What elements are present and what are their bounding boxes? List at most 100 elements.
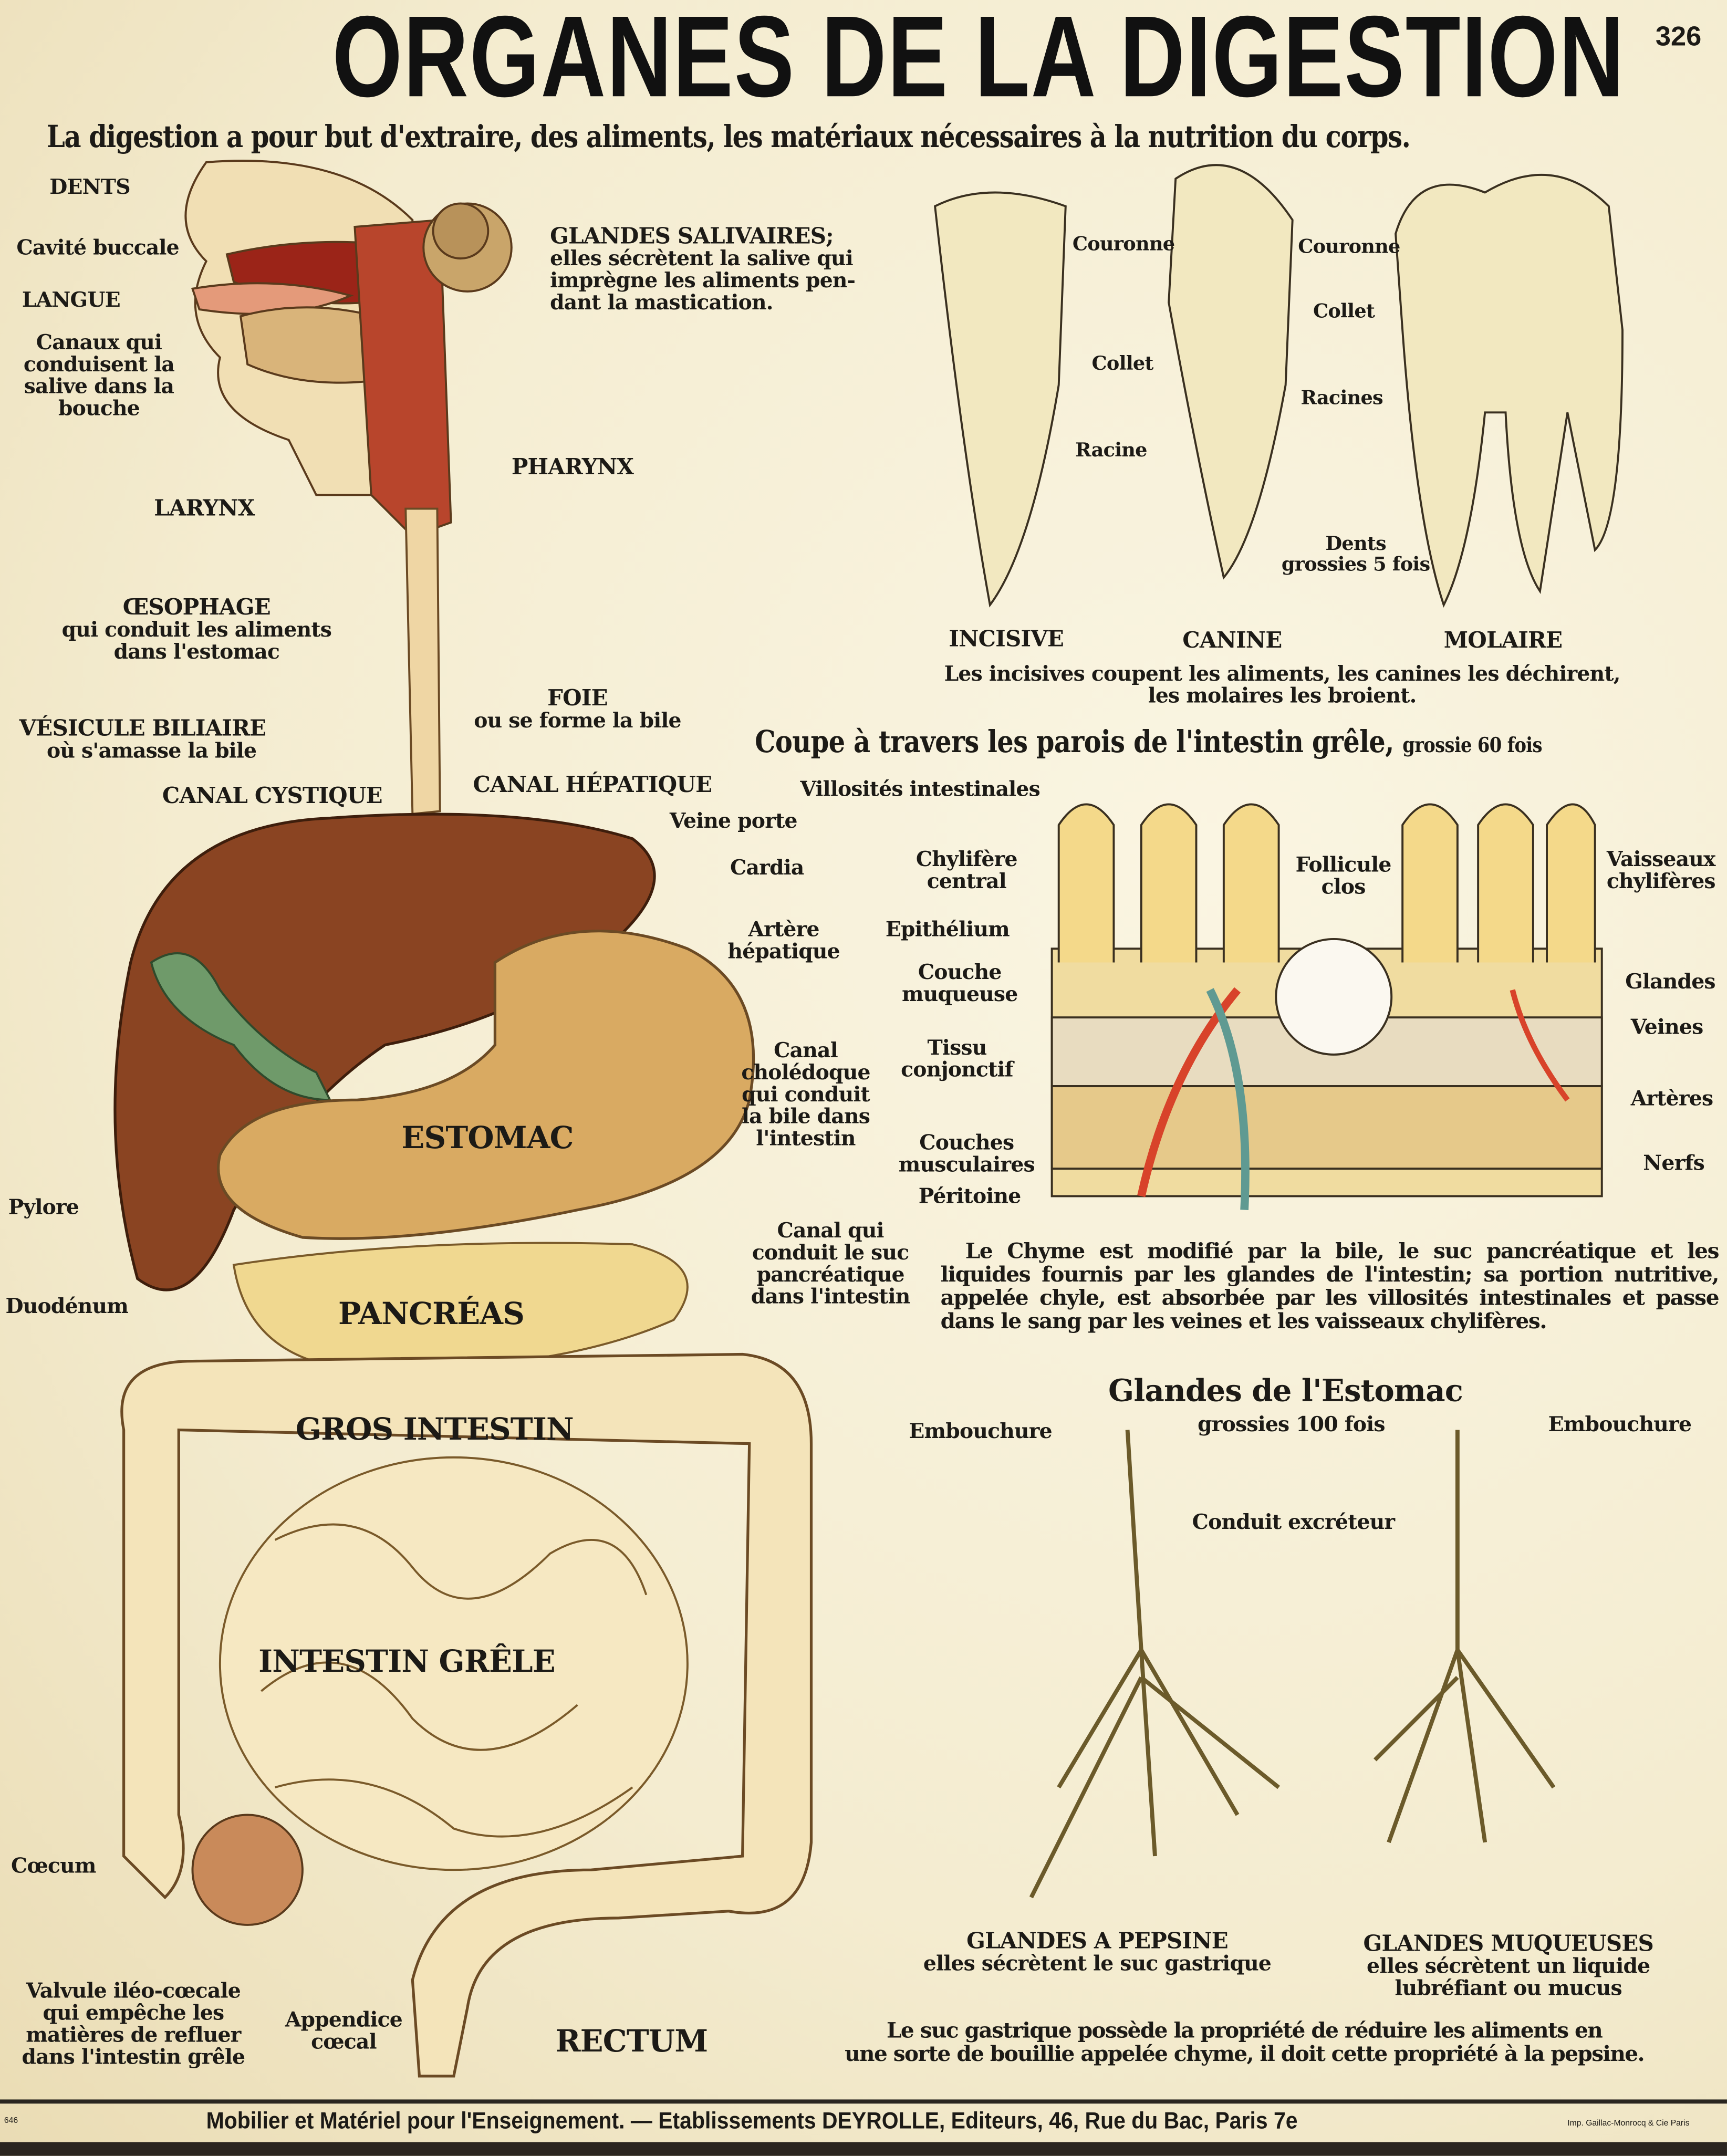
- line: Dents: [1325, 533, 1386, 556]
- label-conduit-excreteur: Conduit excréteur: [1192, 1509, 1396, 1535]
- line: Couche: [918, 960, 1002, 985]
- label-villosites: Villosités intestinales: [800, 777, 1041, 802]
- line: qui empêche les: [43, 2000, 224, 2026]
- label-veine-porte: Veine porte: [669, 808, 798, 834]
- line: central: [927, 869, 1007, 894]
- line: une sorte de bouillie appelée chyme, il …: [845, 2040, 1645, 2067]
- line: salive dans la: [24, 374, 174, 399]
- line: dans l'intestin: [751, 1284, 910, 1309]
- line: GLANDES SALIVAIRES;: [550, 223, 834, 249]
- line: la bile dans: [741, 1104, 870, 1129]
- line: Chylifère: [915, 847, 1018, 872]
- oesophagus: [404, 507, 441, 815]
- label-racines: Racines: [1301, 388, 1383, 410]
- title-text: Coupe à travers les parois de l'intestin…: [755, 724, 1394, 761]
- line: Vaisseaux: [1606, 847, 1716, 872]
- line: ou se forme la bile: [474, 708, 681, 733]
- label-langue: LANGUE: [22, 287, 121, 313]
- label-canal-hepatique: CANAL HÉPATIQUE: [473, 771, 713, 798]
- magnification: grossie 60 fois: [1402, 733, 1542, 758]
- line: Artère: [748, 917, 819, 942]
- stomach-glands-title: Glandes de l'Estomac: [1108, 1373, 1463, 1410]
- line: Follicule: [1295, 852, 1392, 878]
- footer-rule: [0, 2099, 1727, 2104]
- line: dans l'intestin grêle: [22, 2044, 245, 2069]
- line: Appendice: [285, 2007, 403, 2033]
- label-collet-canine: Collet: [1091, 353, 1154, 376]
- line: muqueuse: [901, 982, 1018, 1007]
- label-rectum: RECTUM: [555, 2024, 708, 2060]
- label-canine: CANINE: [1182, 627, 1282, 653]
- line: qui conduit les aliments: [61, 617, 332, 642]
- line: Le suc gastrique possède la propriété de…: [886, 2017, 1603, 2044]
- label-arteres: Artères: [1630, 1086, 1713, 1111]
- line: GLANDES A PEPSINE: [966, 1928, 1229, 1954]
- line: Canaux qui: [36, 330, 162, 355]
- line: Couches: [919, 1130, 1014, 1155]
- stomach: [216, 930, 755, 1240]
- label-nerfs: Nerfs: [1643, 1151, 1704, 1176]
- line: conduit le suc: [752, 1240, 909, 1265]
- stomach-glands-illustration: [1029, 1430, 1556, 1899]
- line: conduisent la: [23, 352, 175, 377]
- line: ŒSOPHAGE: [122, 593, 271, 620]
- line: imprègne les aliments pen-: [550, 268, 856, 293]
- label-embouchure-right: Embouchure: [1548, 1412, 1692, 1437]
- line: matières de refluer: [26, 2022, 241, 2047]
- label-dents: DENTS: [49, 174, 130, 200]
- chyme-paragraph: Le Chyme est modifié par la bile, le suc…: [940, 1237, 1720, 1334]
- publisher-footer: Mobilier et Matériel pour l'Enseignement…: [206, 2108, 1298, 2134]
- label-cavite-buccale: Cavité buccale: [16, 235, 179, 260]
- line: conjonctif: [901, 1057, 1013, 1082]
- intestine-wall-section: [1050, 803, 1603, 1211]
- line: cholédoque: [741, 1060, 870, 1085]
- line: cœcal: [311, 2029, 377, 2054]
- label-canal-cystique: CANAL CYSTIQUE: [162, 782, 383, 809]
- caecum: [191, 1814, 304, 1926]
- label-epithelium: Epithélium: [885, 917, 1010, 942]
- label-pylore: Pylore: [8, 1194, 79, 1220]
- line: elles sécrètent un liquide: [1367, 1953, 1650, 1979]
- label-larynx: LARYNX: [154, 495, 255, 522]
- poster-bottom-edge: [0, 2142, 1727, 2156]
- line: les molaires les broient.: [1148, 683, 1417, 709]
- print-code: 646: [4, 2117, 18, 2126]
- label-intestin-grele: INTESTIN GRÊLE: [258, 1644, 556, 1680]
- label-estomac: ESTOMAC: [401, 1120, 574, 1157]
- line: musculaires: [898, 1152, 1035, 1177]
- label-pancreas: PANCRÉAS: [338, 1296, 525, 1332]
- line: elles sécrètent le suc gastrique: [923, 1951, 1272, 1976]
- line: Valvule iléo-cœcale: [26, 1978, 241, 2004]
- head-section: [184, 160, 513, 538]
- label-veines: Veines: [1630, 1014, 1704, 1040]
- label-coecum: Cœcum: [11, 1853, 97, 1878]
- label-peritoine: Péritoine: [918, 1183, 1022, 1209]
- label-pharynx: PHARYNX: [511, 453, 634, 480]
- teeth-caption: Les incisives coupent les aliments, les …: [901, 663, 1664, 707]
- label-glandes: Glandes: [1625, 969, 1715, 994]
- line: Canal qui: [777, 1218, 885, 1243]
- intestine-section-title: Coupe à travers les parois de l'intestin…: [755, 726, 1542, 762]
- line: bouche: [58, 395, 140, 421]
- line: qui conduit: [742, 1082, 870, 1107]
- label-cardia: Cardia: [730, 855, 804, 880]
- teeth-illustration: [934, 164, 1624, 608]
- line: elles sécrètent la salive qui: [550, 246, 854, 271]
- label-molaire: MOLAIRE: [1443, 627, 1563, 653]
- line: dant la mastication.: [550, 290, 773, 315]
- poster-title: ORGANES DE LA DIGESTION: [332, 0, 1625, 121]
